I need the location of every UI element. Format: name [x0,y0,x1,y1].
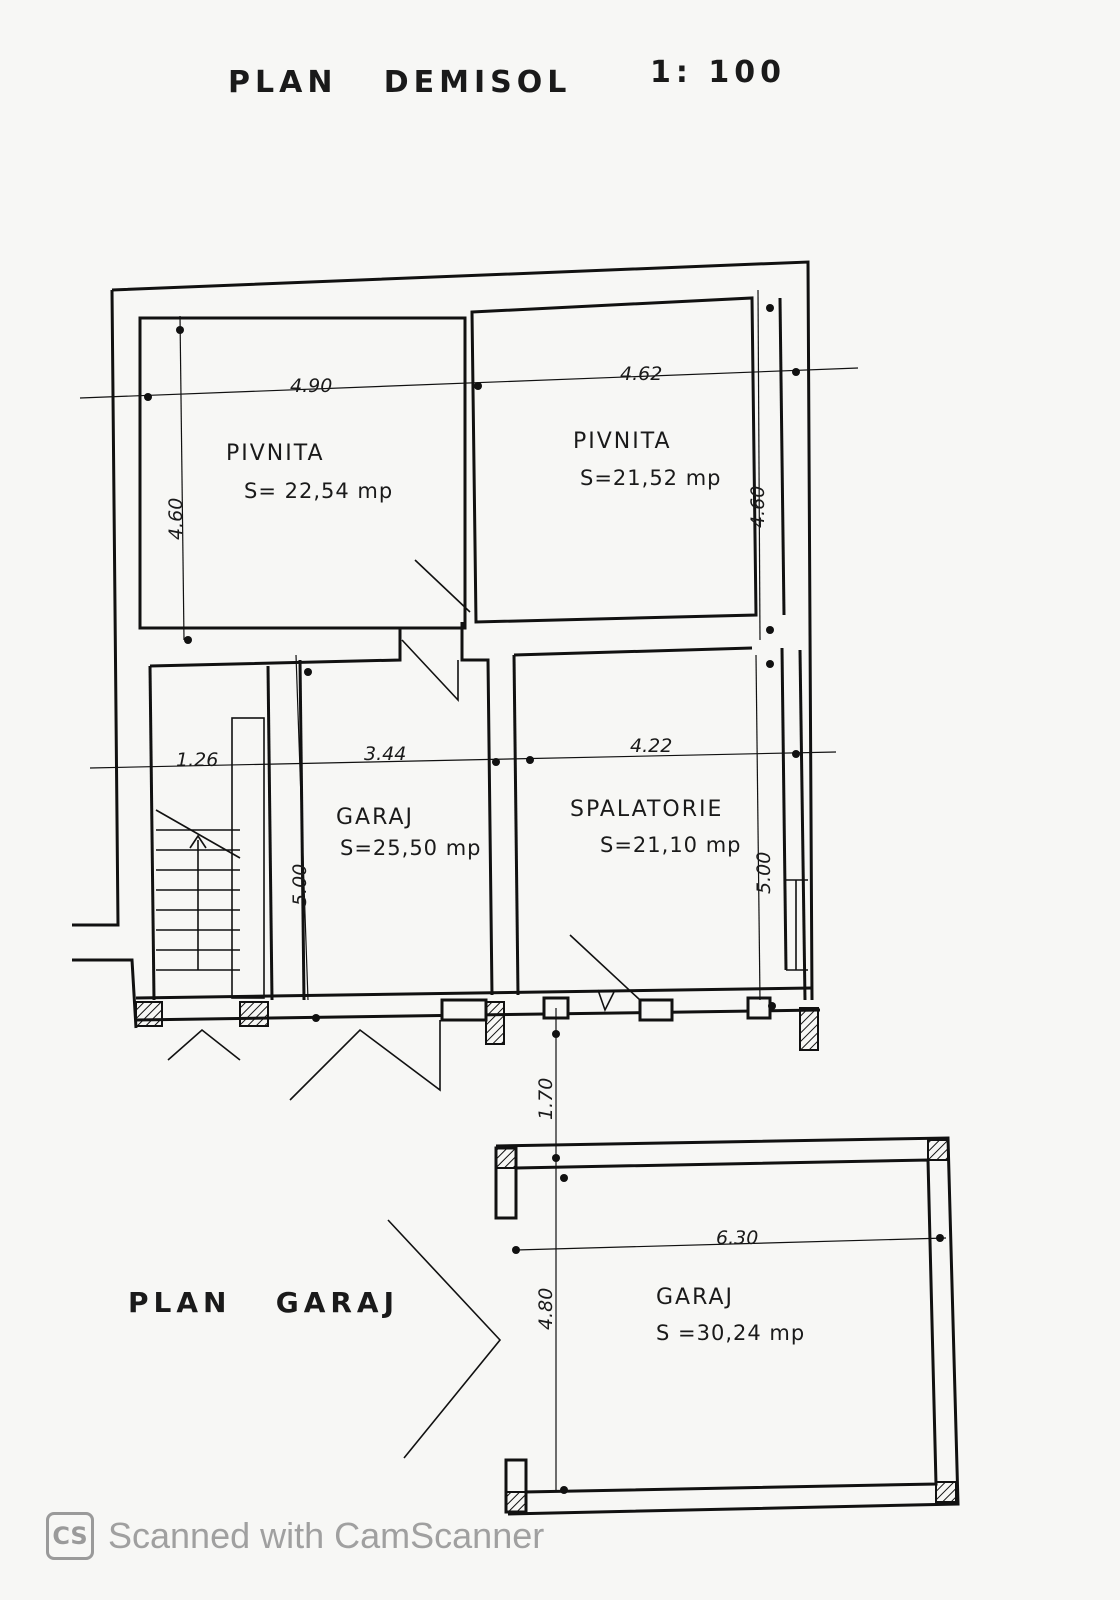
room-name: GARAJ [336,805,414,830]
room-name: PIVNITA [573,429,672,454]
dim-spalatorie-width: 4.22 [630,735,672,757]
room-area: S =30,24 mp [656,1321,805,1345]
scale-label: 1: 100 [650,55,786,90]
room-garaj-demisol: GARAJ S=25,50 mp [336,805,482,860]
garage-walls [387,1136,960,1516]
dim-pivnita-left-width: 4.90 [290,375,332,397]
room-garaj-exterior: GARAJ S =30,24 mp [656,1285,805,1345]
plan-garaj-title: PLAN GARAJ [128,1286,399,1319]
dimension-lines [79,289,947,1494]
dim-garaj-width: 3.44 [364,743,406,765]
room-area: S= 22,54 mp [244,479,393,503]
dim-pivnita-right-width: 4.62 [620,363,662,385]
dim-pivnita-left-depth: 4.60 [165,498,187,540]
plan-demisol-title: PLAN DEMISOL [228,65,571,100]
camscanner-watermark: CS Scanned with CamScanner [46,1512,544,1560]
room-area: S=21,52 mp [580,466,722,490]
room-name: SPALATORIE [570,797,723,822]
columns [135,996,819,1051]
watermark-text: Scanned with CamScanner [108,1515,545,1556]
dim-garaj-depth: 5.00 [289,864,311,906]
dim-garaj-ext-width: 6.30 [716,1227,758,1249]
room-area: S=21,10 mp [600,833,742,857]
room-name: PIVNITA [226,441,325,466]
room-area: S=25,50 mp [340,836,482,860]
room-spalatorie: SPALATORIE S=21,10 mp [570,797,742,857]
dim-spalatorie-depth: 5.00 [753,852,775,894]
camscanner-logo-icon: CS [46,1512,94,1560]
dim-pivnita-right-depth: 4.60 [747,486,769,528]
dim-gap-length: 1.70 [535,1078,557,1120]
room-name: GARAJ [656,1285,734,1310]
dim-garaj-ext-depth: 4.80 [535,1288,557,1330]
dim-stair-width: 1.26 [176,749,218,771]
room-pivnita-right: PIVNITA S=21,52 mp [573,429,722,490]
stairs [155,809,241,971]
basement-walls [72,260,821,1029]
room-pivnita-left: PIVNITA S= 22,54 mp [226,441,393,503]
